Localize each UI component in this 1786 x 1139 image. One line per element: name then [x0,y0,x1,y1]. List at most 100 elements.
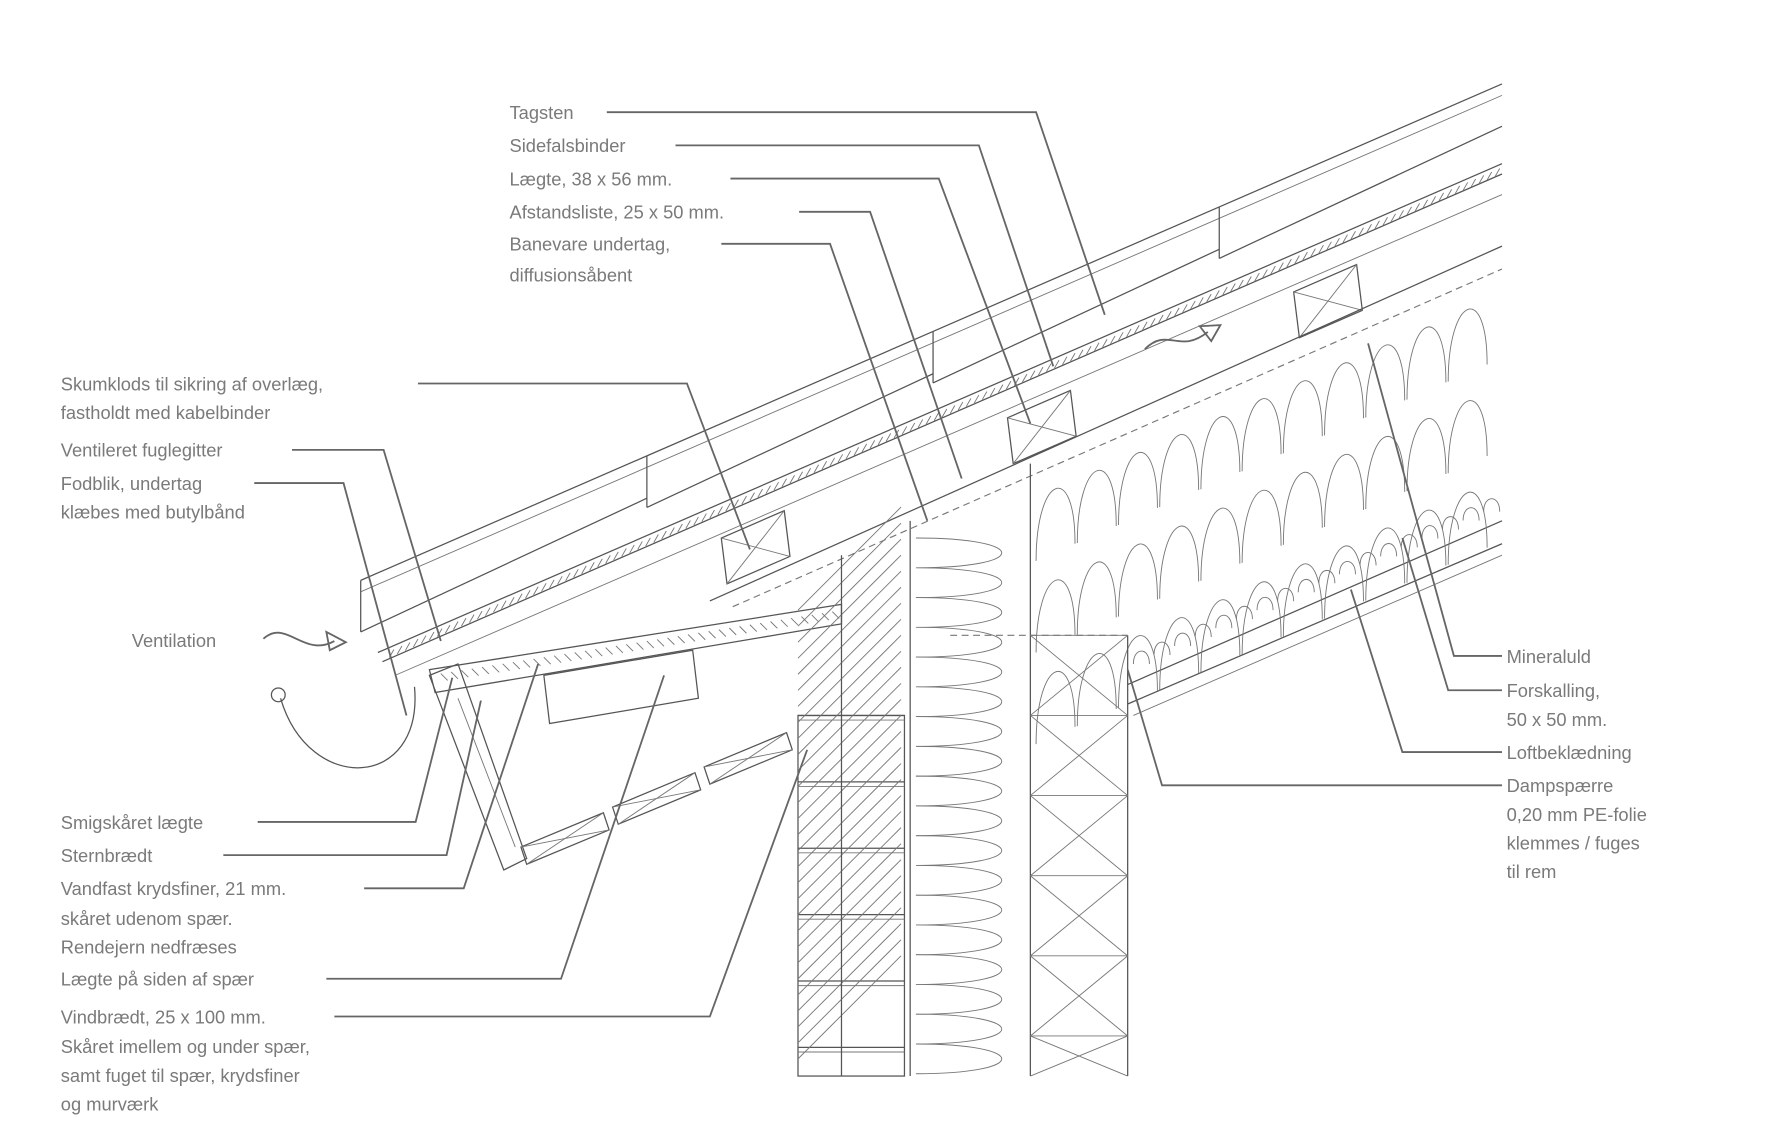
hatch [949,405,956,414]
brick-hatch [797,747,902,851]
insulation-loop [1324,362,1364,436]
forskalling-loop [1421,525,1439,539]
brick-hatch [797,683,902,787]
hatch [477,610,483,620]
hatch [1390,213,1396,223]
hatch [1054,359,1060,369]
leader-vindbraedt [334,749,809,1018]
underlay [394,194,1503,676]
hatch [1374,220,1380,230]
hatch [1310,248,1316,257]
label-dampspaerre-1: Dampspærre [1507,775,1614,796]
insulation-loop [1118,451,1158,526]
hatch [1366,224,1372,233]
hatch [493,603,499,613]
label-krydsfiner-1: Vandfast krydsfiner, 21 mm. [61,878,286,899]
hatch [1078,349,1084,358]
brick-hatch [797,715,902,819]
wind-board-cross [709,732,787,785]
hatch [637,541,643,550]
roof-tile-bottom [360,497,648,633]
hatch [445,624,451,634]
brick-hatch [797,506,902,611]
forskalling-loop [1380,543,1398,557]
hatch [933,412,940,421]
brick-hatch [797,667,902,771]
brick-hatch [797,731,902,835]
hatch [693,516,699,526]
soffit-hatch [708,630,716,639]
hatch [1037,366,1044,376]
hatch [501,600,507,609]
hatch [973,394,980,404]
insulation-loop [1241,489,1282,563]
batten-line-top [377,163,1503,654]
hatch [525,590,531,599]
airflow-arrow-icon [1144,324,1223,350]
soffit-hatch [832,611,840,619]
forskalling-loop [1338,560,1356,575]
hatch [925,415,932,425]
soffit-hatch [698,632,706,641]
hatch [1422,199,1428,209]
brick-hatch [797,907,902,1012]
leader-krydsfiner [364,663,540,890]
forskalling-loop [1132,650,1150,664]
hatch [741,495,747,505]
vent-box [543,649,700,725]
ventilation-arrow-icon [262,630,348,652]
hatch [733,499,739,508]
soffit-hatch [533,658,541,667]
label-sternbraedt: Sternbrædt [61,845,153,866]
soffit-hatch [759,622,768,631]
brick-hatch [797,795,902,899]
batten-cross [1012,390,1071,464]
hatch [1270,265,1276,275]
roof-tile-bottom [932,248,1220,384]
leader-sidefalsbinder [675,144,1055,367]
leader-fodblik [254,482,408,716]
hatch [1454,185,1461,195]
brick-hatch [797,923,902,1028]
hatch [701,513,707,522]
hatch [1398,210,1404,219]
roof-tile-inner [646,342,934,468]
insulation-loop [1447,400,1488,474]
hatch [997,384,1004,393]
soffit-hatch [749,624,758,632]
ceiling-line [1127,543,1503,705]
hatch [1094,342,1100,352]
forskalling-loop [1256,596,1274,611]
soffit-hatch [718,629,727,637]
hatch [469,614,475,623]
insulation-loop [1200,416,1241,490]
soffit-hatch [780,619,789,628]
brick-hatch [797,843,902,948]
leader-laegte-side [326,675,665,980]
hatch [981,391,988,400]
soffit-hatch [656,639,665,647]
soffit-hatch [728,627,737,636]
soffit-hatch [481,666,490,675]
insulation-loop [1406,418,1447,492]
hatch [1382,217,1388,226]
hatch [1430,196,1436,205]
hatch [461,617,467,627]
forskalling-loop [1215,614,1233,629]
gutter [279,686,416,769]
hatch [669,527,675,536]
soffit-hatch [471,668,479,676]
labels: Tagsten Sidefalsbinder Lægte, 38 x 56 mm… [61,102,1647,1114]
leader-loftbeklaedning [1350,589,1502,753]
leader-fuglegitter [292,448,442,642]
hatch [1238,279,1244,289]
hatch [797,471,803,480]
forskalling-loop [1153,641,1171,655]
ventilation-gap [732,268,1503,608]
hatch [1029,370,1036,379]
hatch [549,579,555,589]
soffit-hatch [667,637,675,645]
hatch [645,537,651,547]
